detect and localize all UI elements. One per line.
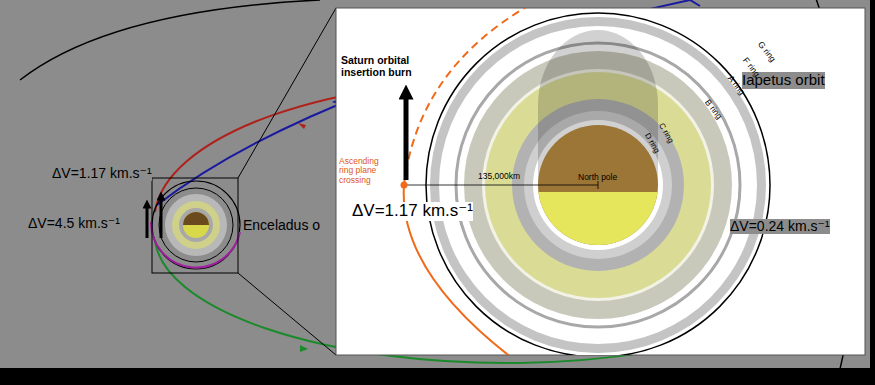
radius-tick xyxy=(598,181,599,189)
ring-label: G ring xyxy=(756,40,778,64)
bottom-band xyxy=(0,368,875,385)
insertion-burn-arrow xyxy=(404,92,409,180)
delta-v-arrow xyxy=(146,204,149,238)
radius-line xyxy=(404,185,598,186)
small-saturn xyxy=(183,212,209,238)
inner-orbit xyxy=(159,188,233,262)
zoom-line xyxy=(238,8,336,178)
small-rings xyxy=(165,194,227,256)
small-c-ring xyxy=(179,208,213,242)
background xyxy=(0,0,875,370)
pole-label: North pole xyxy=(578,173,617,182)
orbit-label: Enceladus o xyxy=(243,218,320,233)
delta-v-label: ΔV=1.17 km.s⁻¹ xyxy=(52,166,152,181)
distance-label: 135,000km xyxy=(478,172,520,181)
outer-orbit-arc xyxy=(20,0,320,80)
delta-v-arrow xyxy=(160,196,163,238)
green-orbit-arrow xyxy=(300,345,308,352)
ring-label: D ring xyxy=(642,132,660,155)
post-burn-trajectory xyxy=(404,8,528,185)
ring-plane-crossing xyxy=(401,182,408,189)
inset-saturn xyxy=(390,8,770,355)
g-ring-outline xyxy=(426,13,770,355)
delta-v-label: ΔV=4.5 km.s⁻¹ xyxy=(28,216,120,231)
ring-label: C ring xyxy=(656,122,674,145)
ring-label: B ring xyxy=(703,98,724,121)
delta-v-label: ΔV=1.17 km.s⁻¹ xyxy=(352,202,473,221)
inset-panel xyxy=(336,8,865,355)
delta-v-label: ΔV=0.24 km.s⁻¹ xyxy=(730,219,830,234)
zoom-line xyxy=(238,273,336,355)
right-band xyxy=(870,0,875,385)
saturn-lit-half xyxy=(538,192,658,245)
small-b-ring xyxy=(172,201,220,249)
red-orbit-arrow xyxy=(298,123,306,129)
burn-label: Saturn orbital insertion burn xyxy=(341,55,429,78)
zoom-box xyxy=(152,178,238,273)
small-saturn-north xyxy=(183,212,209,225)
crossing-label: Ascending ring plane crossing xyxy=(339,157,391,185)
blue-orbit-end xyxy=(690,0,700,6)
